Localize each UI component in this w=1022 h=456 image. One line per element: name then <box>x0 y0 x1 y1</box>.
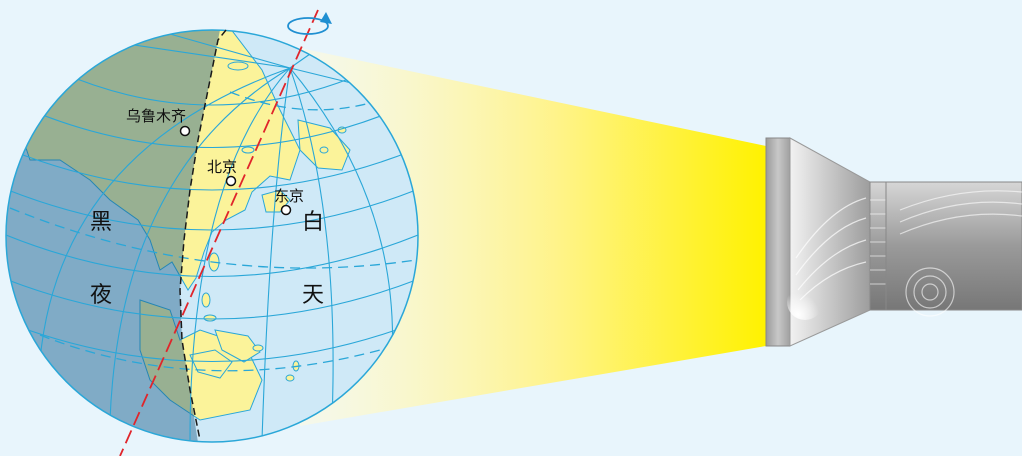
day-label-char-1: 白 <box>302 210 324 235</box>
flashlight-lens-rim <box>765 137 791 347</box>
earth-axis <box>119 9 319 456</box>
day-label-char-2: 天 <box>302 283 324 308</box>
city-urumqi: 乌鲁木齐 <box>126 107 191 137</box>
city-marker <box>225 175 237 187</box>
city-label: 乌鲁木齐 <box>126 107 186 125</box>
city-label: 北京 <box>207 158 237 176</box>
light-beam <box>300 48 766 426</box>
flashlight-icon <box>765 137 1022 347</box>
city-tokyo: 东京 <box>274 187 304 216</box>
city-label: 东京 <box>274 187 304 205</box>
night-label-char-1: 黑 <box>90 210 112 235</box>
city-marker <box>280 204 292 216</box>
globe-outline <box>5 29 419 443</box>
flashlight-collar <box>869 181 887 311</box>
city-beijing: 北京 <box>207 158 237 187</box>
rotation-arrow-icon <box>287 12 332 35</box>
night-label-char-2: 夜 <box>90 283 112 308</box>
city-marker <box>179 125 191 137</box>
terminator-line <box>179 29 227 441</box>
graticule <box>6 33 418 441</box>
tropic-lines <box>9 91 417 372</box>
